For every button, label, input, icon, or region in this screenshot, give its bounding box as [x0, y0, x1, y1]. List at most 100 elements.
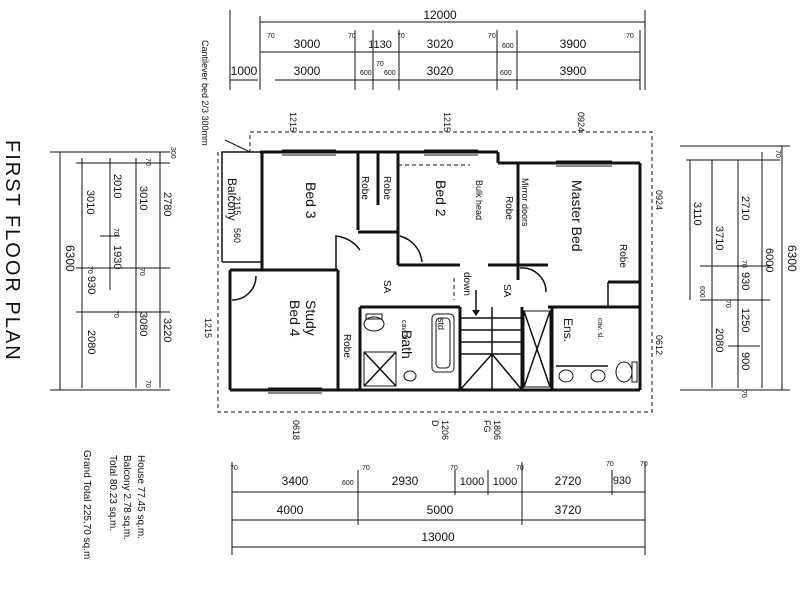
- top-r1-c: 70: [348, 33, 356, 40]
- room-study: Study: [303, 300, 319, 336]
- left-dim-1930: 1930: [111, 245, 123, 269]
- top-r1-e: 70: [397, 33, 405, 40]
- sa-left: SA: [381, 280, 392, 294]
- left-dim-70d: 70: [138, 268, 145, 276]
- top-r2-d: 70: [376, 61, 384, 68]
- label-0924-top: 0924: [576, 112, 586, 132]
- robe-bed3: Robe: [359, 176, 370, 200]
- room-bed4: Bed 4: [287, 300, 303, 337]
- bot-overall-dim: 13000: [421, 530, 455, 544]
- room-labels: Bed 3 Bed 2 Master Bed Study Bed 4 Balco…: [225, 176, 628, 359]
- roof-outline: [217, 131, 653, 413]
- bot-r1-l: 930: [613, 475, 631, 487]
- right-dim-6000: 6000: [763, 248, 775, 272]
- right-overall-dim: 6300: [785, 245, 799, 272]
- top-r1-g: 70: [488, 33, 496, 40]
- ens-fixtures: [523, 310, 638, 388]
- label-0924-right: 0924: [654, 190, 664, 210]
- left-dim-70c: 70: [86, 266, 93, 274]
- area-summary: House 77.45 sq.m. Balcony 2.78 sq.m. Tot…: [81, 450, 146, 559]
- bulkhead: Bulk head: [474, 180, 484, 220]
- label-1215-top-mid: 1215: [442, 112, 452, 132]
- left-dim-70e: 70: [112, 310, 119, 318]
- label-1215-top-left: 1215: [288, 112, 298, 132]
- right-dim-70a: 70: [774, 150, 781, 158]
- left-overall-dim: 6300: [63, 245, 77, 272]
- plan-title: FIRST FLOOR PLAN: [1, 140, 23, 362]
- bot-r2-b: 5000: [427, 503, 454, 517]
- bot-r1-e: 2930: [392, 474, 419, 488]
- label-d: D: [430, 420, 440, 427]
- right-dim-70b: 70: [740, 260, 747, 268]
- mirror-doors: Mirror doors: [520, 178, 530, 227]
- right-dim-3110: 3110: [691, 202, 703, 226]
- right-dim-70d: 70: [740, 390, 747, 398]
- cantilever-note: Cantilever bed 2/3 300mm: [200, 40, 210, 146]
- right-dim-600: 600: [698, 286, 705, 298]
- right-dim-2710: 2710: [739, 196, 751, 220]
- left-dim-3080: 3080: [137, 312, 149, 336]
- robe-master: Robe: [503, 196, 514, 220]
- bath-fixtures: [363, 313, 455, 387]
- balcony-560: 560: [232, 228, 242, 243]
- left-dim-70f: 70: [144, 380, 151, 388]
- room-master-bed: Master Bed: [569, 180, 585, 252]
- bot-r1-i: 70: [516, 465, 524, 472]
- area-grand-total: Grand Total 225.70 sq.m: [81, 450, 92, 559]
- walls: [221, 150, 642, 392]
- label-1215-left: 1215: [203, 318, 213, 338]
- bot-r1-a: 70: [230, 465, 238, 472]
- label-1206: 1206: [440, 420, 450, 440]
- left-dim-300: 300: [169, 147, 176, 159]
- label-fg: FG: [482, 420, 492, 433]
- right-dim-3710: 3710: [713, 226, 725, 250]
- top-r1-i: 3900: [560, 37, 587, 51]
- bath-cav-sl: cav. sl.: [400, 320, 407, 341]
- right-dim-2080: 2080: [713, 328, 725, 352]
- top-r2-c: 600: [360, 70, 372, 77]
- left-dim-2780: 2780: [161, 192, 173, 216]
- area-balcony: Balcony 2.78 sq.m.: [121, 455, 132, 540]
- stairs-down: down: [461, 272, 472, 296]
- top-r2-a: 1000: [231, 64, 258, 78]
- bottom-dimensions: 70 3400 600 70 2930 70 1000 1000 70 2720…: [230, 461, 648, 555]
- top-r1-f: 3020: [427, 37, 454, 51]
- left-dim-3220: 3220: [161, 318, 173, 342]
- area-house: House 77.45 sq.m.: [135, 455, 146, 539]
- stairs: [459, 290, 523, 391]
- top-r1-a: 70: [267, 33, 275, 40]
- label-0612-right: 0612: [654, 335, 664, 355]
- room-bed2: Bed 2: [433, 180, 449, 217]
- top-r2-f: 3020: [427, 64, 454, 78]
- left-dim-70b: 70: [112, 228, 119, 236]
- room-balcony: Balcony: [225, 178, 239, 221]
- top-r1-j: 70: [626, 33, 634, 40]
- left-dimensions: 6300 300 70 2780 2010 3010 3010 70 1930 …: [50, 147, 176, 391]
- top-dimensions: 12000 70 3000 70 1130 70 3020 70 600 390…: [229, 8, 646, 90]
- bot-r2-c: 3720: [555, 503, 582, 517]
- bot-r1-b: 3400: [282, 474, 309, 488]
- ens-cav-sl: cav. sl.: [596, 318, 603, 339]
- door-swings: [231, 235, 547, 301]
- room-ens: Ens.: [561, 318, 575, 342]
- room-bed3: Bed 3: [303, 182, 319, 219]
- left-dim-3010b: 3010: [137, 186, 149, 210]
- bot-r1-h: 1000: [493, 476, 517, 488]
- area-total: Total 80.23 sq.m.: [107, 455, 118, 531]
- robe-study: Robe: [341, 334, 352, 358]
- right-dimensions: 6300 70 6000 2710 3710 3110 70 930 1250 …: [680, 145, 799, 398]
- left-dim-2010: 2010: [111, 174, 123, 198]
- bot-r1-j: 2720: [555, 474, 582, 488]
- windows: [268, 149, 612, 394]
- room-bath: Bath: [399, 330, 415, 359]
- right-dim-930: 930: [739, 272, 751, 290]
- bot-r1-m: 70: [640, 461, 648, 468]
- top-r1-b: 3000: [294, 37, 321, 51]
- right-dim-1250: 1250: [739, 308, 751, 332]
- top-r2-h: 3900: [560, 64, 587, 78]
- top-r2-e: 600: [384, 70, 396, 77]
- bot-r1-d: 70: [362, 465, 370, 472]
- bot-r1-c: 600: [342, 480, 354, 487]
